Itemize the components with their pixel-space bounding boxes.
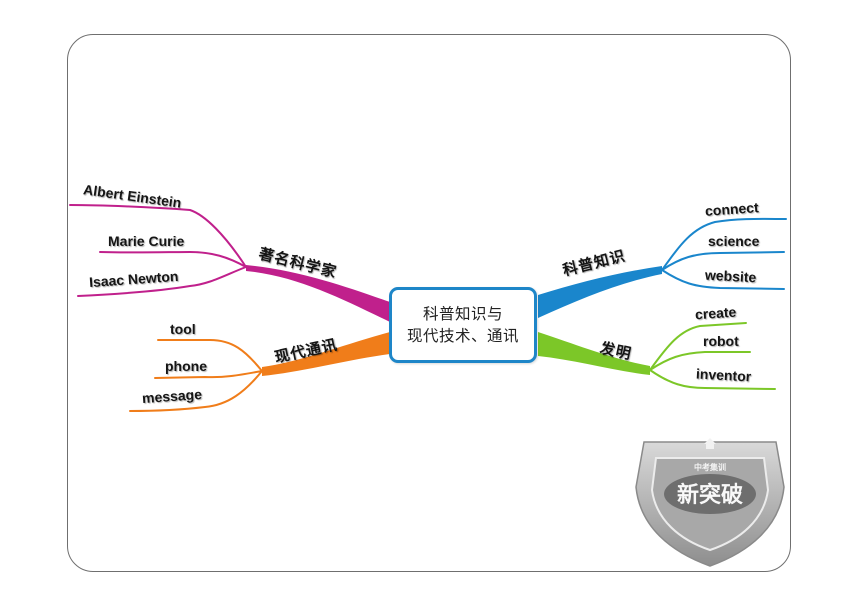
central-topic-line1: 科普知识与 (422, 305, 503, 323)
invention-twig-create (649, 322, 747, 371)
scientists-twig-curie (99, 250, 247, 268)
central-topic: 科普知识与 现代技术、通讯 (389, 287, 537, 363)
communication-twig-phone (154, 370, 263, 379)
house-icon (704, 438, 716, 449)
invention-twig-robot (649, 351, 751, 371)
leaf-tool: tool (170, 321, 196, 337)
badge-subtitle: 中考集训 (694, 462, 726, 472)
scientists-trunk (246, 265, 390, 322)
brand-shield-logo: 中考集训 新突破 (635, 438, 785, 567)
science-twig-website (661, 269, 785, 290)
communication-trunk (262, 332, 390, 376)
leaf-website: website (704, 266, 757, 286)
science-twig-connect (661, 217, 787, 271)
leaf-marie-curie: Marie Curie (108, 233, 185, 249)
central-topic-line2: 现代技术、通讯 (406, 327, 519, 345)
communication-twig-tool (157, 339, 263, 372)
invention-twig-inventor (649, 369, 776, 390)
scientists-twig-newton (77, 266, 247, 297)
science-twig-science (661, 251, 785, 271)
scientists-twig-einstein (69, 204, 247, 268)
badge-title: 新突破 (677, 482, 743, 508)
leaf-create: create (694, 303, 737, 323)
invention-trunk (538, 332, 650, 375)
leaf-science: science (708, 233, 760, 249)
science-trunk (538, 266, 662, 318)
leaf-robot: robot (703, 333, 739, 349)
leaf-inventor: inventor (695, 365, 752, 385)
leaf-phone: phone (165, 358, 207, 374)
communication-twig-message (129, 370, 263, 412)
